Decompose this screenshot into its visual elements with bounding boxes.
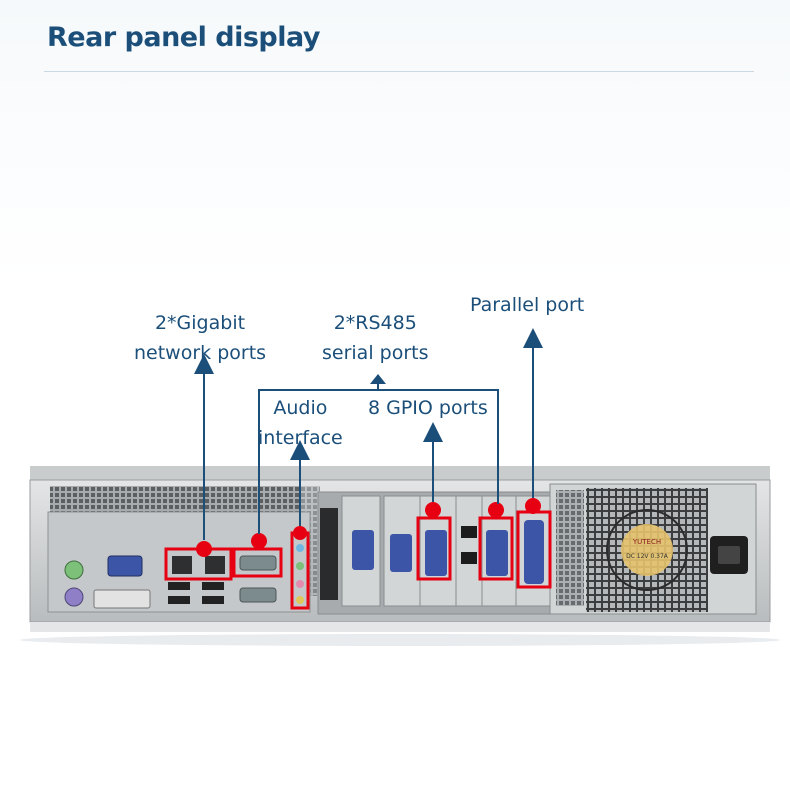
callout-rs485-line2: serial ports xyxy=(322,342,429,364)
lan-port-2 xyxy=(205,556,225,574)
title-divider xyxy=(44,71,754,72)
callout-rs485-line1: 2*RS485 xyxy=(333,312,417,334)
callout-parallel-text: Parallel port xyxy=(470,294,585,316)
highlight-dots xyxy=(196,498,541,557)
psu-brand-label: YUTECH xyxy=(632,538,661,546)
highlight-gpio-a xyxy=(416,516,452,581)
gpio-port-b xyxy=(486,530,508,576)
ps2-mouse-port xyxy=(64,587,84,607)
callout-audio-label: Audio interface xyxy=(258,393,343,453)
io-shield xyxy=(47,511,311,613)
lan-port-1 xyxy=(172,556,192,574)
rs485-port-1 xyxy=(239,555,277,571)
vga-port xyxy=(107,555,143,577)
callout-audio-line2: interface xyxy=(258,427,343,449)
callout-network-line1: 2*Gigabit xyxy=(154,312,246,334)
dvi-port xyxy=(93,589,151,609)
power-supply: YUTECH DC 12V 0.37A xyxy=(549,483,757,615)
gpio-port-a xyxy=(425,530,447,576)
page-title: Rear panel display xyxy=(47,22,321,53)
callout-gpio-label: 8 GPIO ports xyxy=(368,393,488,423)
vent-grille-left xyxy=(50,486,300,512)
callout-parallel-label: Parallel port xyxy=(470,290,584,320)
psu-rating-label: DC 12V 0.37A xyxy=(626,553,669,560)
parallel-port xyxy=(524,520,544,584)
ps2-keyboard-port xyxy=(64,560,84,580)
callout-network-line2: network ports xyxy=(134,342,267,364)
rs485-port-2 xyxy=(239,587,277,603)
callout-gpio-text: 8 GPIO ports xyxy=(368,397,488,419)
callout-rs485-label: 2*RS485 serial ports xyxy=(322,308,429,368)
highlight-rs485 xyxy=(232,547,283,578)
callout-network-label: 2*Gigabit network ports xyxy=(134,308,266,368)
highlight-boxes xyxy=(164,510,552,610)
callout-audio-line1: Audio xyxy=(273,397,328,419)
